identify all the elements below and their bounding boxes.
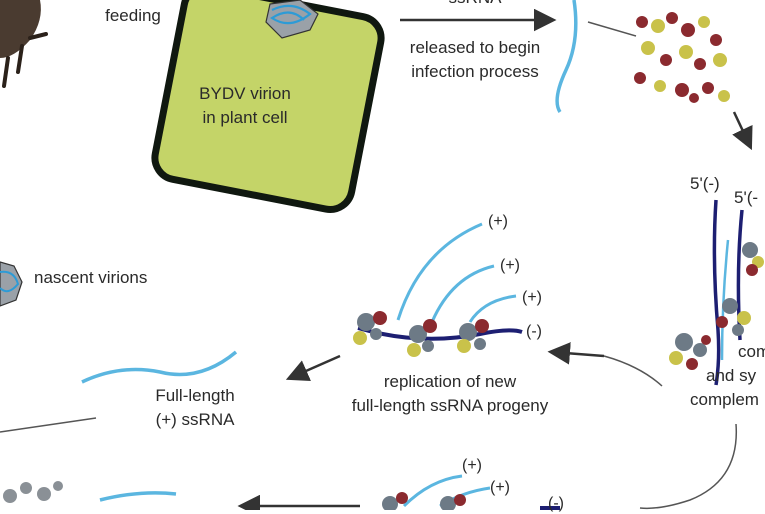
plus-sign-label: (+) bbox=[490, 479, 510, 496]
plant-cell bbox=[151, 0, 385, 213]
arrow-icon bbox=[285, 354, 341, 382]
virion-label-line2: in plant cell bbox=[202, 108, 288, 127]
nascent-plus-strand bbox=[396, 222, 483, 321]
plus-sign-label: (+) bbox=[500, 257, 520, 274]
ssrna-label: ssRNA bbox=[420, 0, 530, 8]
arrow-icon bbox=[732, 111, 753, 151]
insect-icon bbox=[0, 0, 48, 88]
ribosome-icon bbox=[669, 242, 764, 370]
template-minus-strand bbox=[357, 326, 523, 341]
right-label-partial-3: complem bbox=[690, 390, 759, 409]
connector-line bbox=[603, 355, 663, 387]
feeding-label: feeding bbox=[105, 6, 161, 25]
right-label-partial-1: com bbox=[738, 342, 765, 361]
connector-line bbox=[639, 423, 738, 510]
replication-label-line2: full-length ssRNA progeny bbox=[351, 396, 549, 415]
virion-icon bbox=[0, 261, 23, 307]
minus-strand bbox=[712, 199, 721, 386]
nascent-plus-strand bbox=[402, 474, 463, 508]
ribosome-icon bbox=[382, 492, 466, 510]
five-prime-label-partial: 5'(- bbox=[734, 188, 759, 207]
minus-sign-label: (-) bbox=[548, 495, 564, 512]
virion-label-line1: BYDV virion bbox=[199, 84, 291, 103]
nascent-plus-strand bbox=[430, 264, 495, 323]
ribosome-cluster bbox=[634, 12, 730, 103]
full-length-ssrna bbox=[81, 350, 238, 384]
full-length-label-line2: (+) ssRNA bbox=[155, 410, 235, 429]
released-label-line2: infection process bbox=[411, 62, 539, 81]
minus-sign-label: (-) bbox=[526, 323, 542, 340]
plus-sign-label: (+) bbox=[522, 289, 542, 306]
virion-cluster bbox=[3, 481, 63, 503]
nascent-virions-label: nascent virions bbox=[34, 268, 148, 287]
plus-sign-label: (+) bbox=[488, 213, 508, 230]
replication-label-line1: replication of new bbox=[383, 372, 517, 391]
five-prime-label: 5'(-) bbox=[690, 174, 720, 193]
connector-line bbox=[587, 21, 637, 37]
released-label-line1: released to begin bbox=[409, 38, 541, 57]
ribosome-icon bbox=[353, 311, 489, 357]
full-length-label-line1: Full-length bbox=[155, 386, 235, 405]
plus-sign-label: (+) bbox=[462, 457, 482, 474]
virion-icon bbox=[265, 0, 319, 39]
nascent-plus-strand bbox=[468, 294, 517, 323]
arrow-icon bbox=[547, 342, 605, 365]
bottom-ssrna bbox=[99, 491, 177, 502]
connector-line bbox=[0, 417, 97, 433]
released-ssrna bbox=[555, 0, 578, 113]
plus-strand bbox=[720, 239, 730, 361]
right-label-partial-2: and sy bbox=[706, 366, 757, 385]
